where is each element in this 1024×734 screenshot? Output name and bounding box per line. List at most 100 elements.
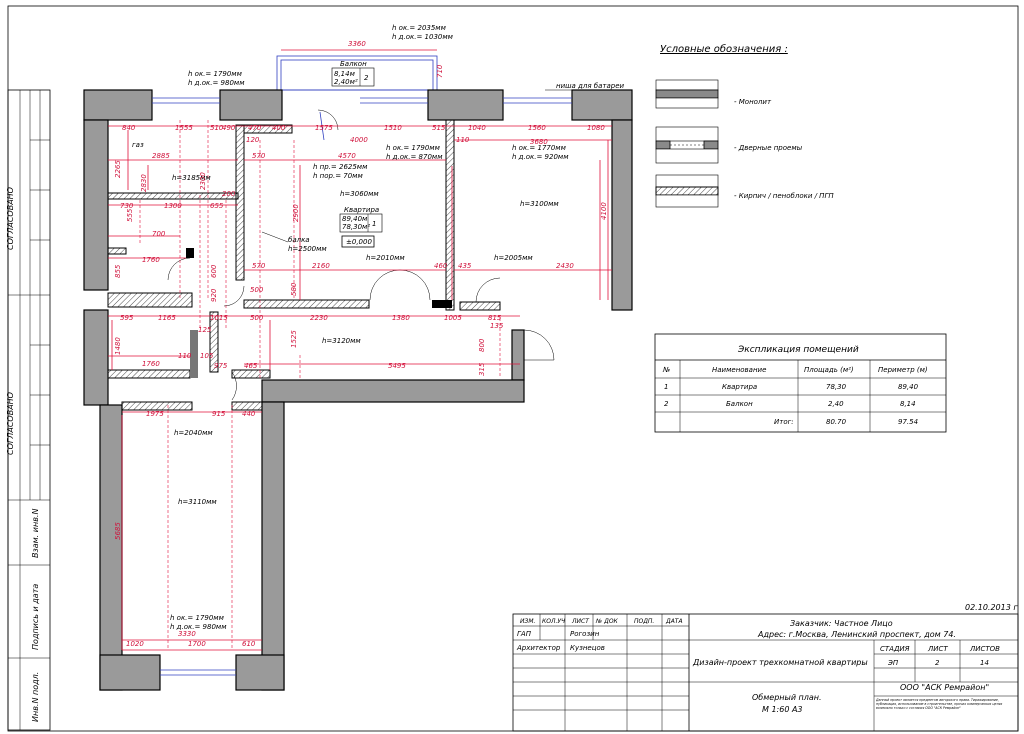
stage-value: ЭП <box>887 659 899 667</box>
dim-value: 435 <box>458 262 472 270</box>
dim-value: 5685 <box>114 522 122 540</box>
name-gap: Рогозин <box>570 630 600 638</box>
signature-date-label: Подпись и дата <box>31 584 40 650</box>
dim-value: 1510 <box>384 124 402 132</box>
dim-value: 315 <box>478 362 486 376</box>
dim-value: 1040 <box>468 124 486 132</box>
dim-value: 1575 <box>315 124 333 132</box>
balcony-name: Балкон <box>340 60 367 68</box>
dim-value: 840 <box>122 124 136 132</box>
dim-value: 1700 <box>188 640 206 648</box>
dim-value: 655 <box>210 202 224 210</box>
total-label: Итог: <box>774 418 794 426</box>
dim-value: 2230 <box>310 314 328 322</box>
dim-value: 500 <box>250 314 264 322</box>
battery-niche-label: ниша для батареи <box>556 82 625 90</box>
dim-value: 510 <box>210 124 224 132</box>
legend-doors: - Дверные проемы <box>655 126 803 164</box>
dimension-values: 840 1555 510 490 470 400 1575 4000 1510 … <box>114 124 608 648</box>
legend-monolith: - Монолит <box>655 79 772 109</box>
role-gap: ГАП <box>517 630 532 638</box>
window-mid-sill: h д.ок.= 870мм <box>386 153 443 161</box>
sheets-value: 14 <box>980 659 989 667</box>
legend-brick-label: - Кирпич / пеноблоки / ПГП <box>734 192 834 200</box>
cell: 89,40 <box>898 383 919 391</box>
dim-value: 2830 <box>140 174 148 192</box>
dim-value: 1555 <box>175 124 193 132</box>
table-total-row: Итог: 80.70 97.54 <box>774 418 918 426</box>
address: Адрес: г.Москва, Ленинский проспект, дом… <box>757 630 956 639</box>
threshold-h: h пор.= 70мм <box>313 172 363 180</box>
windows <box>152 97 572 676</box>
dim-value: 610 <box>242 640 256 648</box>
dim-value: 2430 <box>556 262 574 270</box>
walls <box>83 89 633 691</box>
apartment-area2: 78,30м² <box>342 223 370 231</box>
cell: Квартира <box>722 383 757 391</box>
dim-value: 1005 <box>444 314 462 322</box>
dim-value: 1480 <box>114 337 122 355</box>
plan: 3360 710 h ок.= 2035мм h д.ок.= 1030мм Б… <box>83 24 633 691</box>
col-number: № <box>662 366 670 374</box>
window-left-sill: h д.ок.= 980мм <box>188 79 245 87</box>
agreed-label-1: СОГЛАСОВАНО <box>6 187 15 250</box>
window-bottom-h: h ок.= 1790мм <box>170 614 225 622</box>
bedroom-height: h=3100мм <box>520 200 559 208</box>
dim-value: 1760 <box>142 360 160 368</box>
title-block: 02.10.2013 г ИЗМ. КОЛ.УЧ ЛИСТ № ДОК ПОДП… <box>512 603 1019 732</box>
opening-h: h пр.= 2625мм <box>313 163 368 171</box>
apartment-num: 1 <box>372 220 376 228</box>
explication-title: Экспликация помещений <box>737 345 859 355</box>
dim-value: 915 <box>212 410 226 418</box>
dim-value: 1525 <box>290 330 298 348</box>
cell: 78,30 <box>826 383 847 391</box>
drawing-date: 02.10.2013 г <box>965 603 1018 612</box>
dim-value: 1760 <box>142 256 160 264</box>
cell: 8,14 <box>900 400 916 408</box>
dim-value: 920 <box>210 288 218 302</box>
dim-value: 515 <box>432 124 446 132</box>
dim-value: 465 <box>244 362 258 370</box>
dim-value: 2300 <box>199 172 207 190</box>
window-bottom-sill: h д.ок.= 980мм <box>170 623 227 631</box>
dim-value: 120 <box>246 136 260 144</box>
beam-height: h=2500мм <box>288 245 327 253</box>
name-architect: Кузнецов <box>570 644 605 652</box>
dim-value: 1020 <box>126 640 144 648</box>
legend-brick: - Кирпич / пеноблоки / ПГП <box>655 174 834 208</box>
side-stamp: СОГЛАСОВАНО СОГЛАСОВАНО Взам. инв.N Подп… <box>6 89 51 731</box>
dim-value: 200 <box>222 190 236 198</box>
hdr-list: ЛИСТ <box>927 645 948 653</box>
customer: Заказчик: Частное Лицо <box>790 619 893 628</box>
hdr-doc: № ДОК <box>595 618 619 625</box>
scale: М 1:60 А3 <box>762 705 803 714</box>
apartment-area: 89,40м <box>342 215 368 223</box>
door3-height: h=2040мм <box>174 429 213 437</box>
col-area: Площадь (м²) <box>804 366 854 374</box>
window-mid-h: h ок.= 1790мм <box>386 144 441 152</box>
dim-value: 3680 <box>530 138 548 146</box>
beam-label: балка <box>288 236 310 244</box>
legend-title: Условные обозначения : <box>660 43 788 55</box>
dim-value: 570 <box>252 262 266 270</box>
dim-value: 815 <box>488 314 502 322</box>
hdr-signature: ПОДП. <box>634 618 654 625</box>
hall-height: h=3120мм <box>322 337 361 345</box>
role-architect: Архитектор <box>516 644 561 652</box>
dim-value: 1975 <box>146 410 164 418</box>
doors <box>167 109 555 401</box>
legend-doors-label: - Дверные проемы <box>734 144 803 152</box>
window-right-h: h ок.= 1770мм <box>512 144 567 152</box>
window-left-h: h ок.= 1790мм <box>188 70 243 78</box>
inv-original-label: Инв.N подл. <box>31 672 40 722</box>
dim-value: 135 <box>490 322 504 330</box>
total-perimeter: 97.54 <box>898 418 918 426</box>
table-row: 2 Балкон 2,40 8,14 <box>664 400 916 408</box>
table-row: 1 Квартира 78,30 89,40 <box>664 383 919 391</box>
dim-value: 1015 <box>210 314 228 322</box>
project-title: Дизайн-проект трехкомнатной квартиры <box>692 658 868 667</box>
dim-value: 460 <box>434 262 448 270</box>
balcony-area2: 2,40м² <box>334 78 358 86</box>
kitchen-height: h=3185мм <box>172 174 211 182</box>
